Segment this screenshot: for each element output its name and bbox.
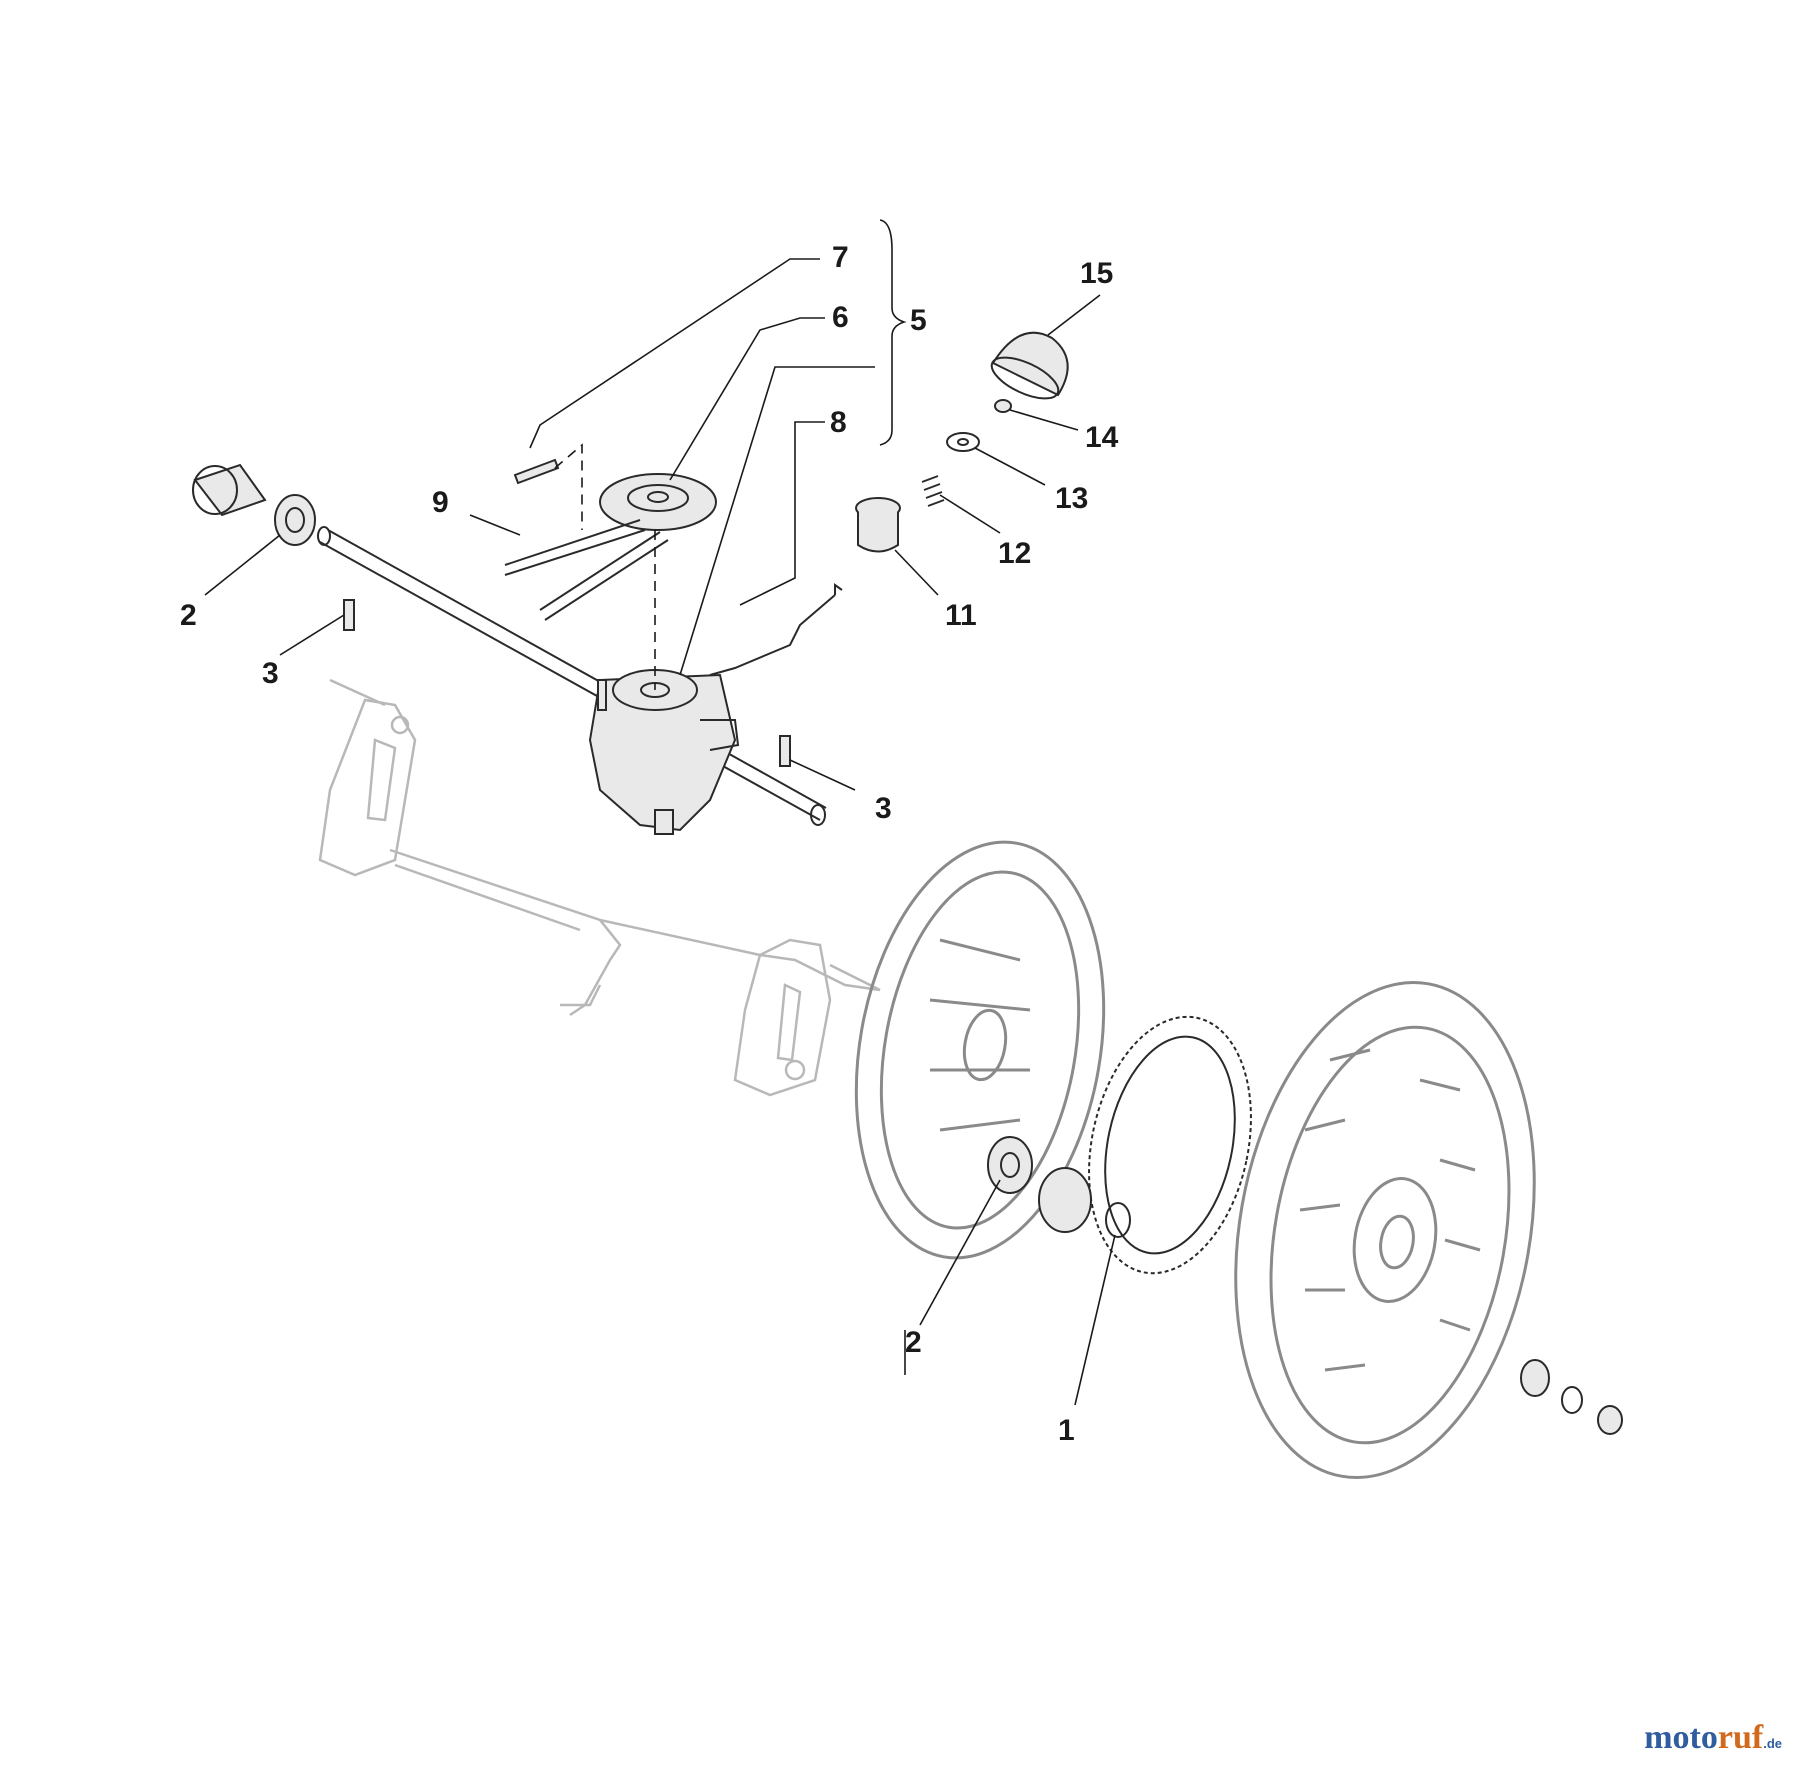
watermark-part2: ruf: [1717, 1719, 1764, 1756]
cable-drawing: [709, 583, 843, 676]
leader-lines: [204, 219, 1116, 1406]
callout-11: 11: [945, 599, 977, 632]
watermark-part1: moto: [1644, 1719, 1718, 1756]
watermark-logo: motoruf.de: [1644, 1719, 1782, 1757]
callout-5: 5: [910, 304, 927, 337]
callout-3-left: 3: [262, 657, 279, 690]
callout-2-bottom: 2: [905, 1326, 922, 1359]
callout-12: 12: [998, 537, 1031, 570]
callout-7: 7: [832, 241, 849, 274]
cable-adjuster-parts-drawing: [855, 331, 1069, 553]
pulley-belt-drawing: [504, 473, 717, 690]
pinion-bearing-left-drawing: [192, 463, 316, 546]
pinion-bearing-bottom-drawing: [987, 1136, 1131, 1238]
drive-shaft-drawing: [317, 526, 827, 826]
callout-labels: 1 2 2 3 3 5 6 7 8 9 11 12 13 14 15: [180, 241, 1119, 1447]
callout-13: 13: [1055, 482, 1088, 515]
callout-2-left: 2: [180, 599, 197, 632]
key-drawing: [513, 443, 583, 530]
ring-gear-drawing: [1088, 1015, 1252, 1275]
callout-9: 9: [432, 486, 449, 519]
callout-15: 15: [1080, 257, 1113, 290]
callout-3-right: 3: [875, 792, 892, 825]
axle-end-hardware-drawing: [1520, 1359, 1623, 1435]
wheel-tire-drawing: [1234, 981, 1536, 1479]
hub-cover-drawing: [854, 840, 1106, 1260]
callout-14: 14: [1085, 421, 1119, 454]
callout-6: 6: [832, 301, 849, 334]
watermark-tld: .de: [1763, 1736, 1782, 1751]
callout-1: 1: [1058, 1414, 1075, 1447]
callout-8: 8: [830, 406, 847, 439]
gearbox-drawing: [588, 669, 740, 835]
